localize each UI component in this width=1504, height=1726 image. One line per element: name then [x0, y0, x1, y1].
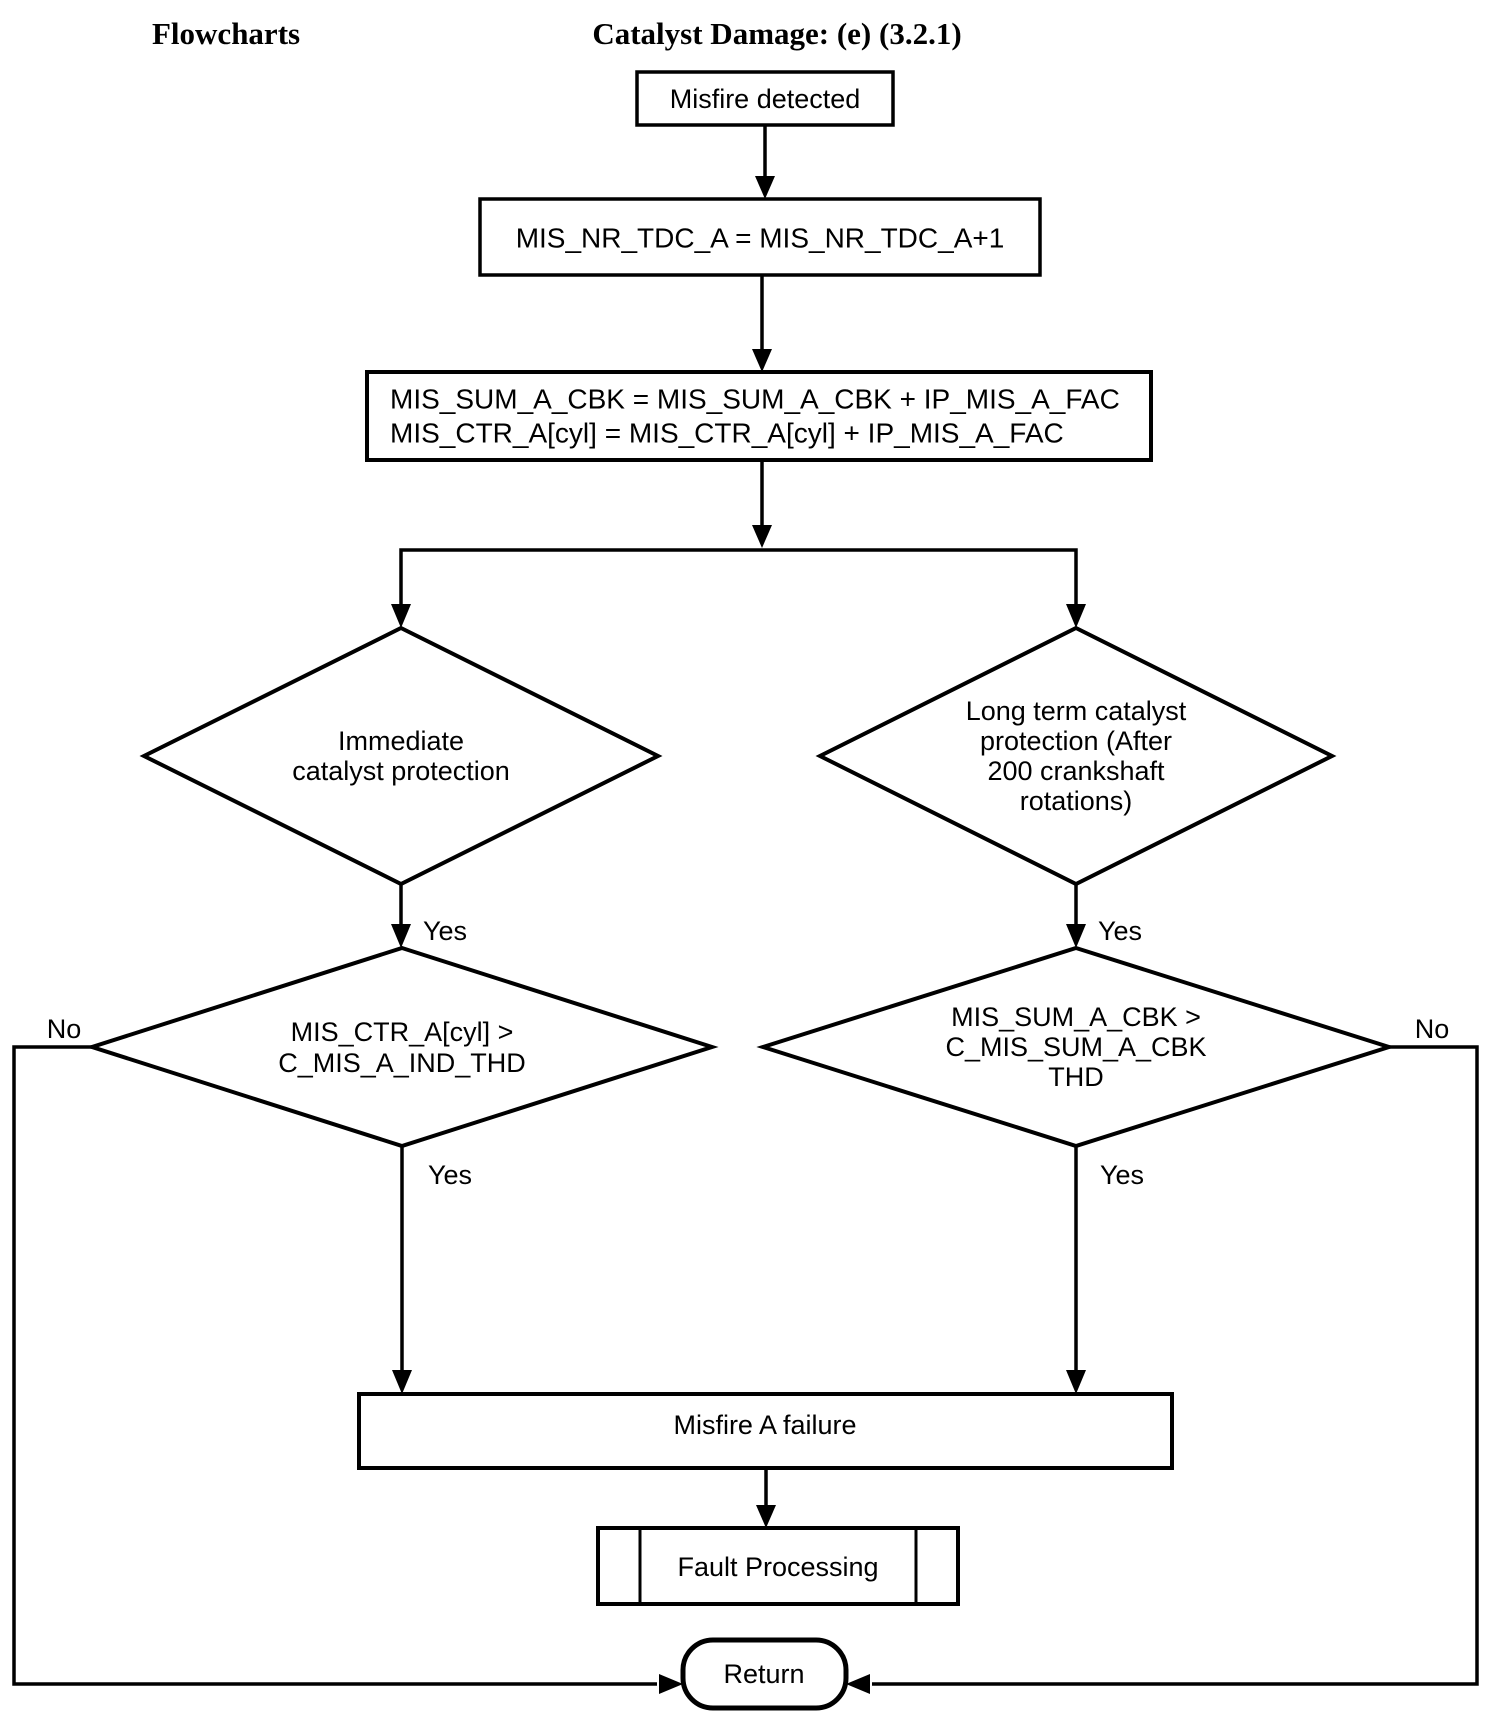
no-path-right [872, 1045, 1479, 1686]
immediate-yes-label: Yes [423, 916, 467, 946]
immediate-catalyst-line2: catalyst protection [292, 756, 510, 786]
arrowhead-mis-ctr-yes [392, 1370, 412, 1394]
arrowhead-split-to-longterm [1066, 604, 1086, 628]
increment-process-label: MIS_NR_TDC_A = MIS_NR_TDC_A+1 [516, 223, 1005, 254]
mis-sum-yes-label: Yes [1100, 1160, 1144, 1190]
return-label: Return [723, 1659, 804, 1689]
increment-process-box [478, 197, 1042, 277]
mis-ctr-threshold-line1: MIS_CTR_A[cyl] > [291, 1017, 514, 1047]
long-term-catalyst-line1: Long term catalyst [966, 696, 1187, 726]
arrowhead-immediate-yes [391, 924, 411, 948]
section-heading: Flowcharts [152, 16, 300, 51]
fault-processing-box [596, 1526, 960, 1606]
branch-split-rail [399, 548, 1078, 604]
arrowhead-start-to-increment [755, 176, 775, 199]
fault-processing-label: Fault Processing [677, 1552, 878, 1582]
mis-ctr-yes-label: Yes [428, 1160, 472, 1190]
arrowhead-increment-to-accumulate [752, 349, 772, 372]
arrowhead-mis-sum-yes [1066, 1370, 1086, 1394]
arrowhead-failure-to-fault [756, 1505, 776, 1528]
accumulate-process-line1: MIS_SUM_A_CBK = MIS_SUM_A_CBK + IP_MIS_A… [390, 384, 1120, 415]
arrowhead-right-into-return [846, 1674, 870, 1694]
mis-sum-threshold-line1: MIS_SUM_A_CBK > [951, 1002, 1201, 1032]
long-term-catalyst-line3: 200 crankshaft [987, 756, 1165, 786]
arrowhead-left-into-return [659, 1674, 683, 1694]
long-term-catalyst-line2: protection (After [980, 726, 1172, 756]
immediate-catalyst-line1: Immediate [338, 726, 464, 756]
mis-ctr-threshold-decision-diamond [85, 945, 719, 1149]
page-title: Catalyst Damage: (e) (3.2.1) [592, 16, 961, 51]
mis-sum-threshold-line3: THD [1048, 1062, 1104, 1092]
arrowhead-longterm-yes [1066, 924, 1086, 948]
mis-ctr-threshold-line2: C_MIS_A_IND_THD [278, 1048, 526, 1078]
longterm-yes-label: Yes [1098, 916, 1142, 946]
accumulate-process-line2: MIS_CTR_A[cyl] = MIS_CTR_A[cyl] + IP_MIS… [390, 418, 1064, 449]
misfire-failure-label: Misfire A failure [673, 1410, 856, 1440]
arrowhead-split-to-immediate [391, 604, 411, 628]
arrowhead-accumulate-to-split [752, 525, 772, 548]
no-path-left [12, 1045, 657, 1686]
left-no-label: No [47, 1014, 82, 1044]
mis-sum-threshold-line2: C_MIS_SUM_A_CBK [945, 1032, 1206, 1062]
return-terminator [680, 1637, 849, 1711]
right-no-label: No [1415, 1014, 1450, 1044]
start-box-label: Misfire detected [670, 84, 861, 114]
long-term-catalyst-line4: rotations) [1020, 786, 1133, 816]
accumulate-process-box [365, 370, 1153, 462]
